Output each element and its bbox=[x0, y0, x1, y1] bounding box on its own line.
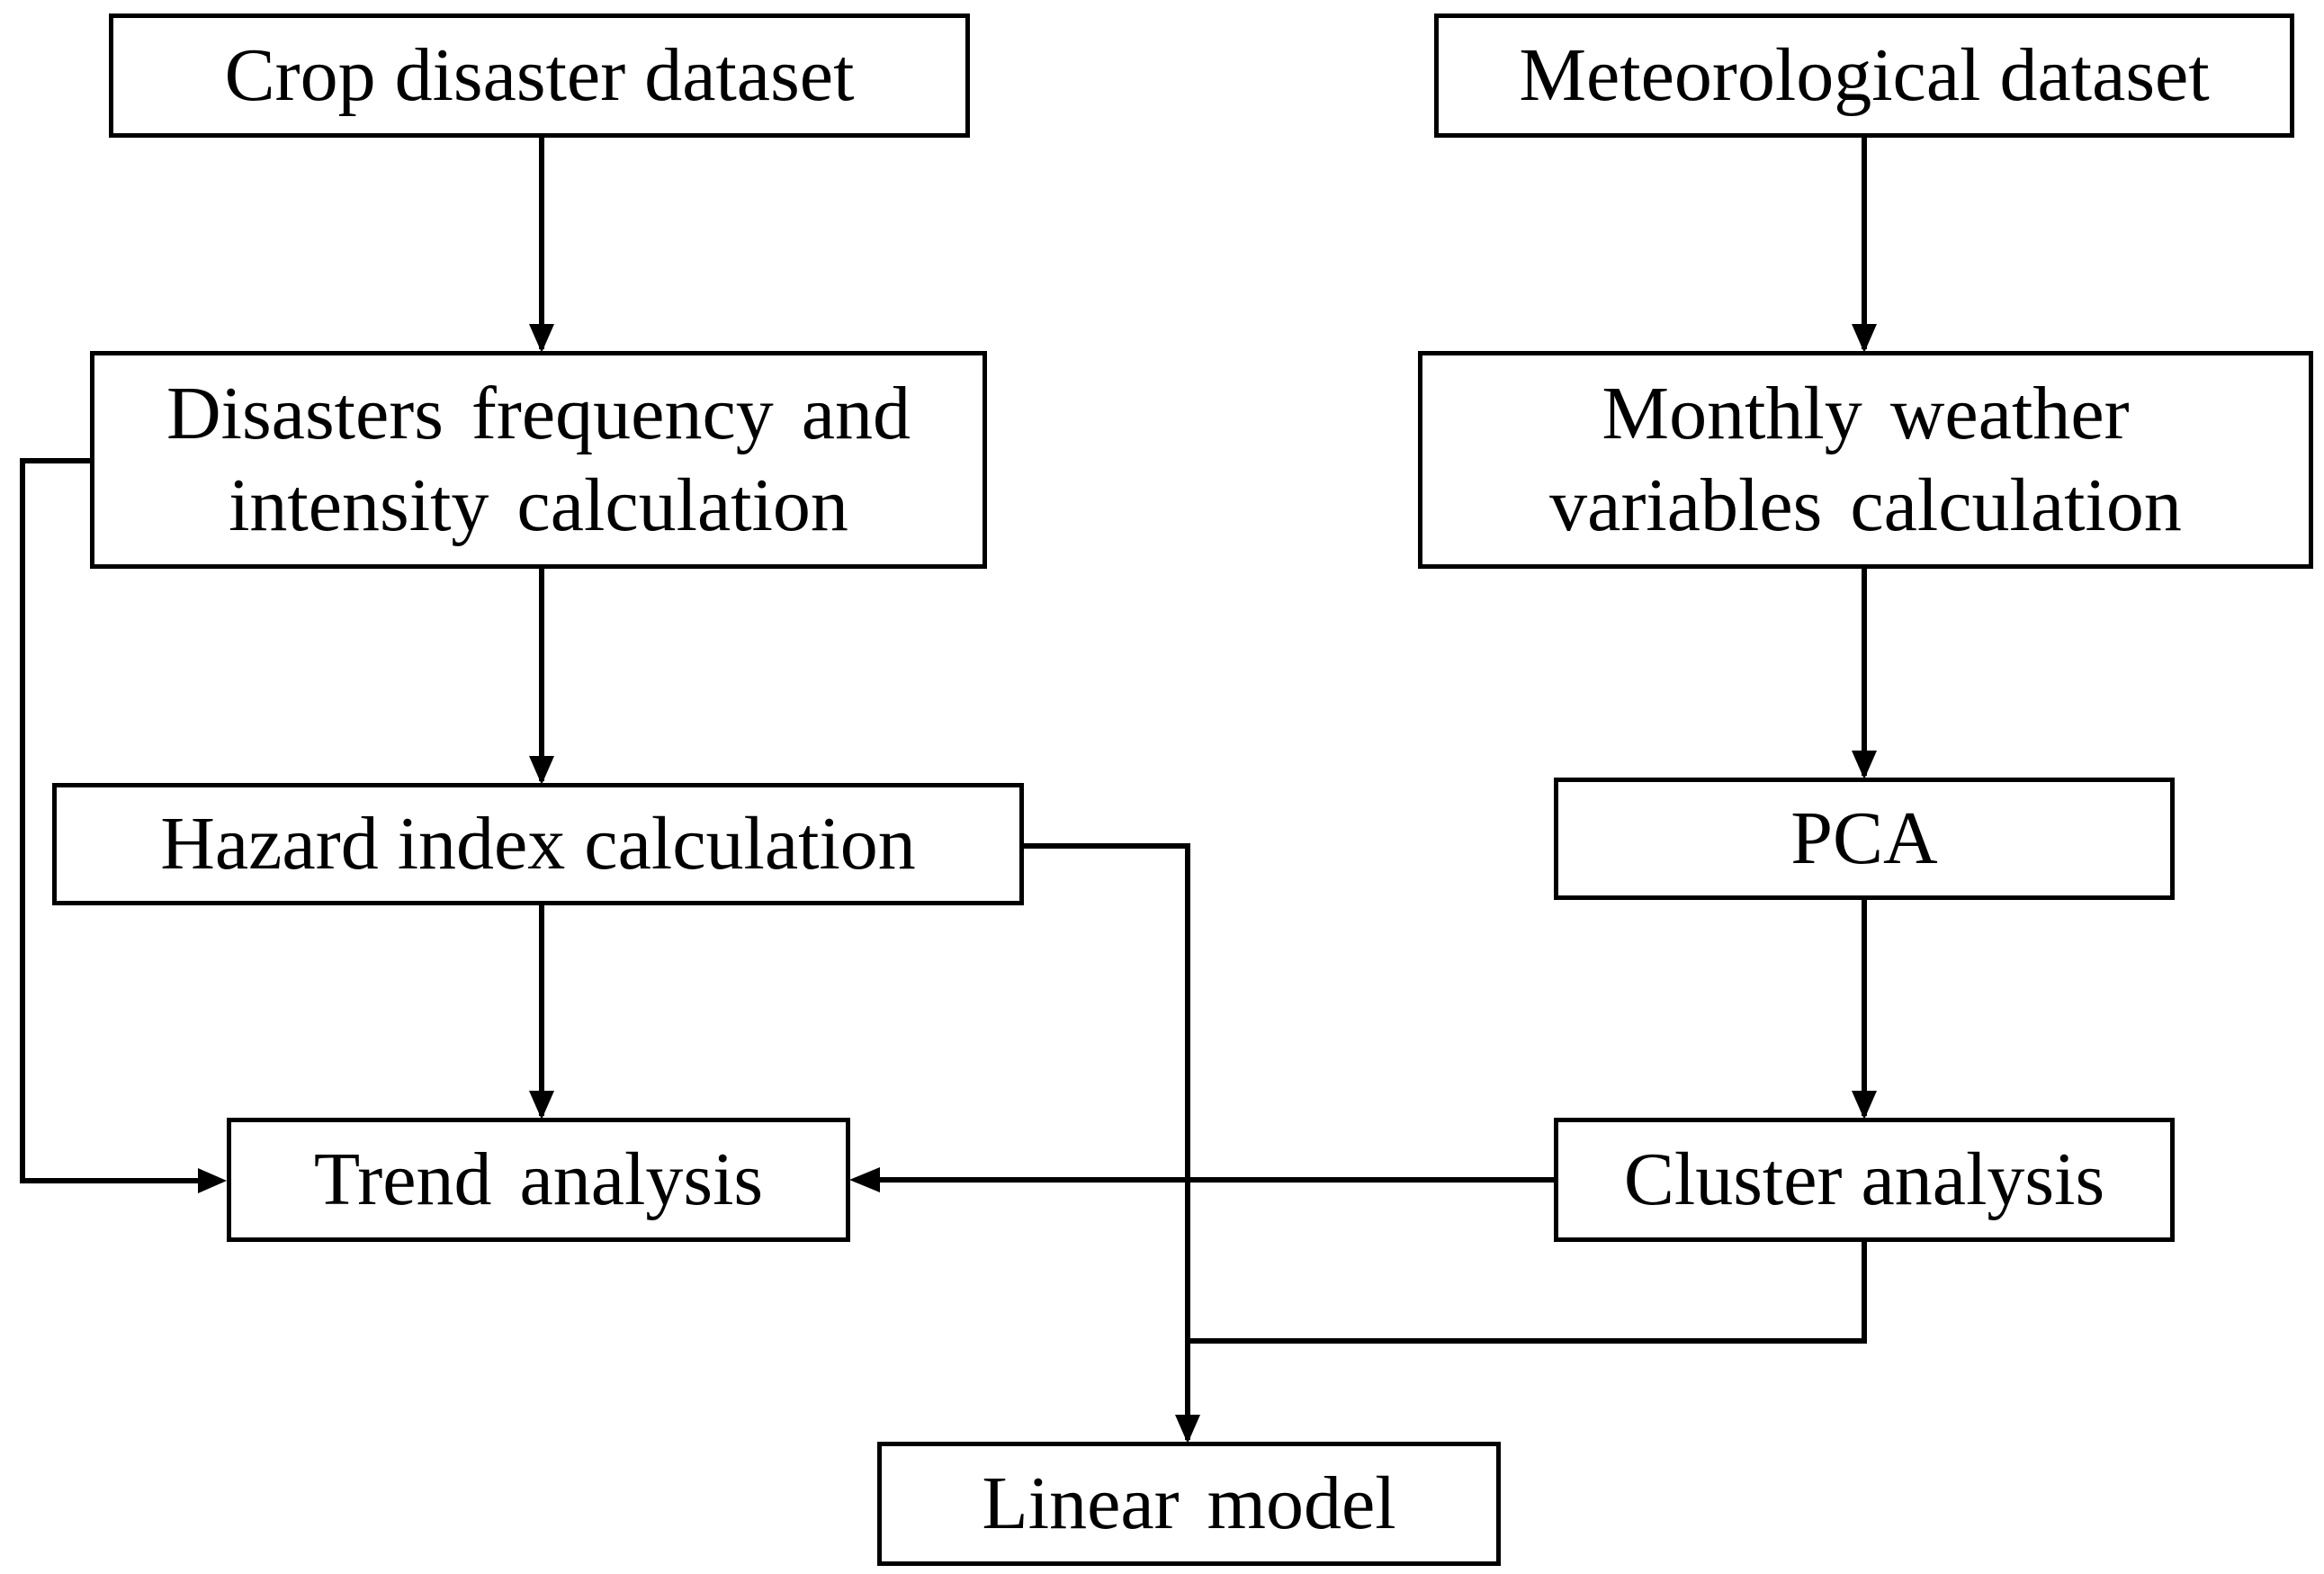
arrowhead-pca-to-cluster bbox=[1852, 1091, 1877, 1120]
arrowhead-hazard-to-trend bbox=[529, 1091, 554, 1120]
hazard-index-label: Hazard index calculation bbox=[160, 801, 916, 886]
trend-analysis-label: Trend analysis bbox=[313, 1137, 764, 1221]
arrow-disasters-to-trend bbox=[20, 458, 205, 1183]
crop-disaster-dataset-box: Crop disaster dataset bbox=[109, 13, 970, 138]
arrowhead-disasters-to-trend bbox=[198, 1168, 227, 1193]
crop-disaster-dataset-label: Crop disaster dataset bbox=[224, 32, 855, 117]
trend-analysis-box: Trend analysis bbox=[227, 1118, 850, 1242]
arrowhead-meteo-to-monthly bbox=[1852, 324, 1877, 353]
disasters-calculation-line1: Disasters frequency and bbox=[166, 371, 911, 455]
arrowhead-cluster-to-trend bbox=[849, 1167, 880, 1192]
arrowhead-crop-to-disasters bbox=[529, 324, 554, 353]
linear-model-box: Linear model bbox=[877, 1442, 1501, 1566]
arrowhead-monthly-to-pca bbox=[1852, 751, 1877, 779]
meteorological-dataset-label: Meteorological dataset bbox=[1519, 32, 2210, 117]
arrowhead-disasters-to-hazard bbox=[529, 756, 554, 785]
pca-label: PCA bbox=[1790, 796, 1938, 880]
monthly-weather-line2: variables calculation bbox=[1549, 463, 2182, 547]
monthly-weather-line1: Monthly weather bbox=[1602, 371, 2130, 455]
disasters-calculation-line2: intensity calculation bbox=[229, 463, 848, 547]
hazard-index-box: Hazard index calculation bbox=[52, 783, 1024, 905]
arrow-hazard-to-linear bbox=[1022, 843, 1190, 1440]
cluster-analysis-label: Cluster analysis bbox=[1623, 1137, 2105, 1221]
connector-cluster-to-linear bbox=[1188, 1241, 1867, 1344]
meteorological-dataset-box: Meteorological dataset bbox=[1434, 13, 2294, 138]
arrowhead-to-linear-model bbox=[1175, 1415, 1200, 1444]
monthly-weather-box: Monthly weather variables calculation bbox=[1418, 351, 2313, 569]
disasters-calculation-box: Disasters frequency and intensity calcul… bbox=[90, 351, 987, 569]
cluster-analysis-box: Cluster analysis bbox=[1554, 1118, 2175, 1242]
pca-box: PCA bbox=[1554, 778, 2175, 900]
linear-model-label: Linear model bbox=[982, 1461, 1396, 1545]
